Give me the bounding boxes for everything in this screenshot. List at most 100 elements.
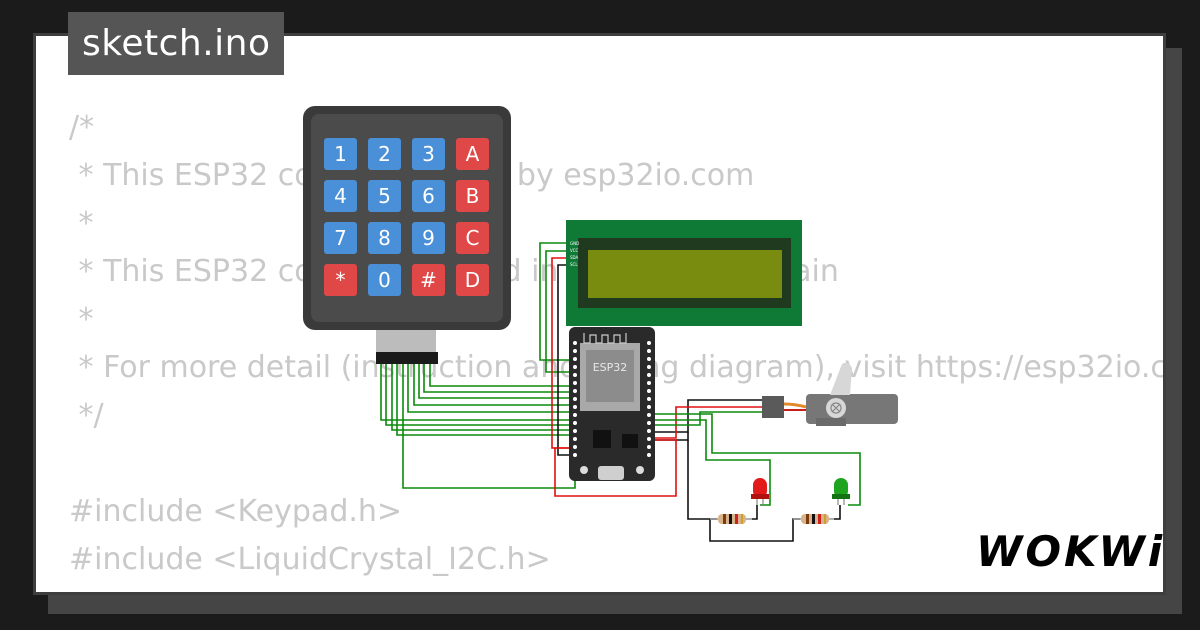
- keypad-key-4[interactable]: 4: [324, 180, 357, 212]
- led-red[interactable]: [751, 478, 769, 505]
- keypad-face: [311, 114, 503, 322]
- esp32-pin: [573, 445, 577, 449]
- keypad-key-0[interactable]: 0: [368, 264, 401, 296]
- keypad-key-label: B: [466, 184, 480, 208]
- esp32-pin: [647, 413, 651, 417]
- keypad-key-5[interactable]: 5: [368, 180, 401, 212]
- esp32-usb-port: [598, 466, 624, 480]
- keypad-key-3[interactable]: 3: [412, 138, 445, 170]
- esp32-pin: [647, 349, 651, 353]
- keypad-wires: [380, 362, 576, 489]
- code-line: #include <LiquidCrystal_I2C.h>: [69, 542, 551, 577]
- keypad-key-2[interactable]: 2: [368, 138, 401, 170]
- keypad-key-8[interactable]: 8: [368, 222, 401, 254]
- keypad-key-label: 1: [334, 142, 347, 166]
- red-power-wire: [554, 439, 677, 497]
- keypad-key-label: 8: [378, 226, 391, 250]
- wires: [380, 242, 861, 542]
- esp32-antenna: [583, 333, 627, 344]
- keypad-key-label: 0: [378, 268, 391, 292]
- esp32-pin: [647, 397, 651, 401]
- resistor-2[interactable]: [793, 514, 834, 524]
- keypad-key-label: D: [465, 268, 480, 292]
- keypad-key-label: A: [466, 142, 480, 166]
- lcd-pin-vcc: VCC: [570, 248, 579, 253]
- code-line: *: [69, 302, 94, 337]
- esp32-pin: [573, 381, 577, 385]
- wokwi-logo: WOKWi: [976, 527, 1166, 576]
- keypad-key-label: 3: [422, 142, 435, 166]
- esp32-pin: [647, 429, 651, 433]
- esp32-pin: [573, 397, 577, 401]
- esp32-boot-button[interactable]: [580, 466, 588, 474]
- esp32-pin: [647, 365, 651, 369]
- esp32-pin: [573, 421, 577, 425]
- esp32-pin: [647, 453, 651, 457]
- servo-wires: [650, 399, 770, 441]
- resistor-1[interactable]: [710, 514, 752, 524]
- lcd-screen: [588, 250, 782, 298]
- servo-screw-icon: [830, 402, 842, 414]
- code-line: #include <Keypad.h>: [69, 494, 403, 529]
- lcd-display[interactable]: GND VCC SDA SCL: [566, 220, 802, 326]
- keypad-key-label: C: [466, 226, 480, 250]
- esp32-board[interactable]: ESP32: [569, 327, 655, 481]
- esp32-pin: [573, 413, 577, 417]
- servo-connector: [762, 396, 784, 418]
- esp32-pin: [573, 357, 577, 361]
- keypad-key-label: 4: [334, 184, 347, 208]
- code-line: /*: [69, 110, 95, 145]
- servo-base: [816, 418, 846, 426]
- esp32-pin: [647, 357, 651, 361]
- esp32-pin: [573, 453, 577, 457]
- esp32-regulator: [622, 434, 638, 448]
- code-line: */: [69, 398, 104, 433]
- servo-screw-cross-icon: [831, 403, 841, 413]
- led-wires: [650, 413, 861, 542]
- keypad-key-9[interactable]: 9: [412, 222, 445, 254]
- keypad-key-label: 5: [378, 184, 391, 208]
- keypad-key-label: 7: [334, 226, 347, 250]
- keypad-key-7[interactable]: 7: [324, 222, 357, 254]
- esp32-pin: [647, 341, 651, 345]
- esp32-shield: [586, 350, 634, 402]
- esp32-pin: [573, 341, 577, 345]
- esp32-pins: [573, 341, 651, 457]
- servo-cable: [783, 402, 807, 409]
- esp32-pin: [647, 373, 651, 377]
- keypad-key-C[interactable]: C: [456, 222, 489, 254]
- lcd-pin-sda: SDA: [570, 255, 579, 260]
- esp32-en-button[interactable]: [636, 466, 644, 474]
- keypad-header: [376, 352, 438, 364]
- esp32-pin: [573, 405, 577, 409]
- esp32-pin: [647, 405, 651, 409]
- esp32-pin: [647, 421, 651, 425]
- esp32-pin: [573, 429, 577, 433]
- keypad-key-6[interactable]: 6: [412, 180, 445, 212]
- keypad-key-B[interactable]: B: [456, 180, 489, 212]
- lcd-pin-labels: GND VCC SDA SCL: [570, 241, 579, 267]
- esp32-pin: [647, 389, 651, 393]
- esp32-pin: [573, 437, 577, 441]
- esp32-pin: [647, 381, 651, 385]
- led-green[interactable]: [832, 478, 850, 505]
- code-line: * For more detail (instruction and wirin…: [78, 350, 1166, 385]
- servo-horn: [830, 362, 852, 395]
- esp32-pin: [647, 437, 651, 441]
- servo-motor[interactable]: [762, 362, 898, 426]
- keypad-key-D[interactable]: D: [456, 264, 489, 296]
- filename-tab[interactable]: sketch.ino: [68, 12, 285, 75]
- keypad-key-label: 6: [422, 184, 435, 208]
- esp32-pin: [573, 389, 577, 393]
- keypad-key-1[interactable]: 1: [324, 138, 357, 170]
- keypad-key-label: 2: [378, 142, 391, 166]
- code-line: *: [69, 206, 94, 241]
- keypad-key-label: *: [336, 268, 346, 292]
- esp32-pin: [573, 349, 577, 353]
- esp32-pin: [573, 373, 577, 377]
- keypad-key-*[interactable]: *: [324, 264, 357, 296]
- keypad-key-A[interactable]: A: [456, 138, 489, 170]
- keypad-key-#[interactable]: #: [412, 264, 445, 296]
